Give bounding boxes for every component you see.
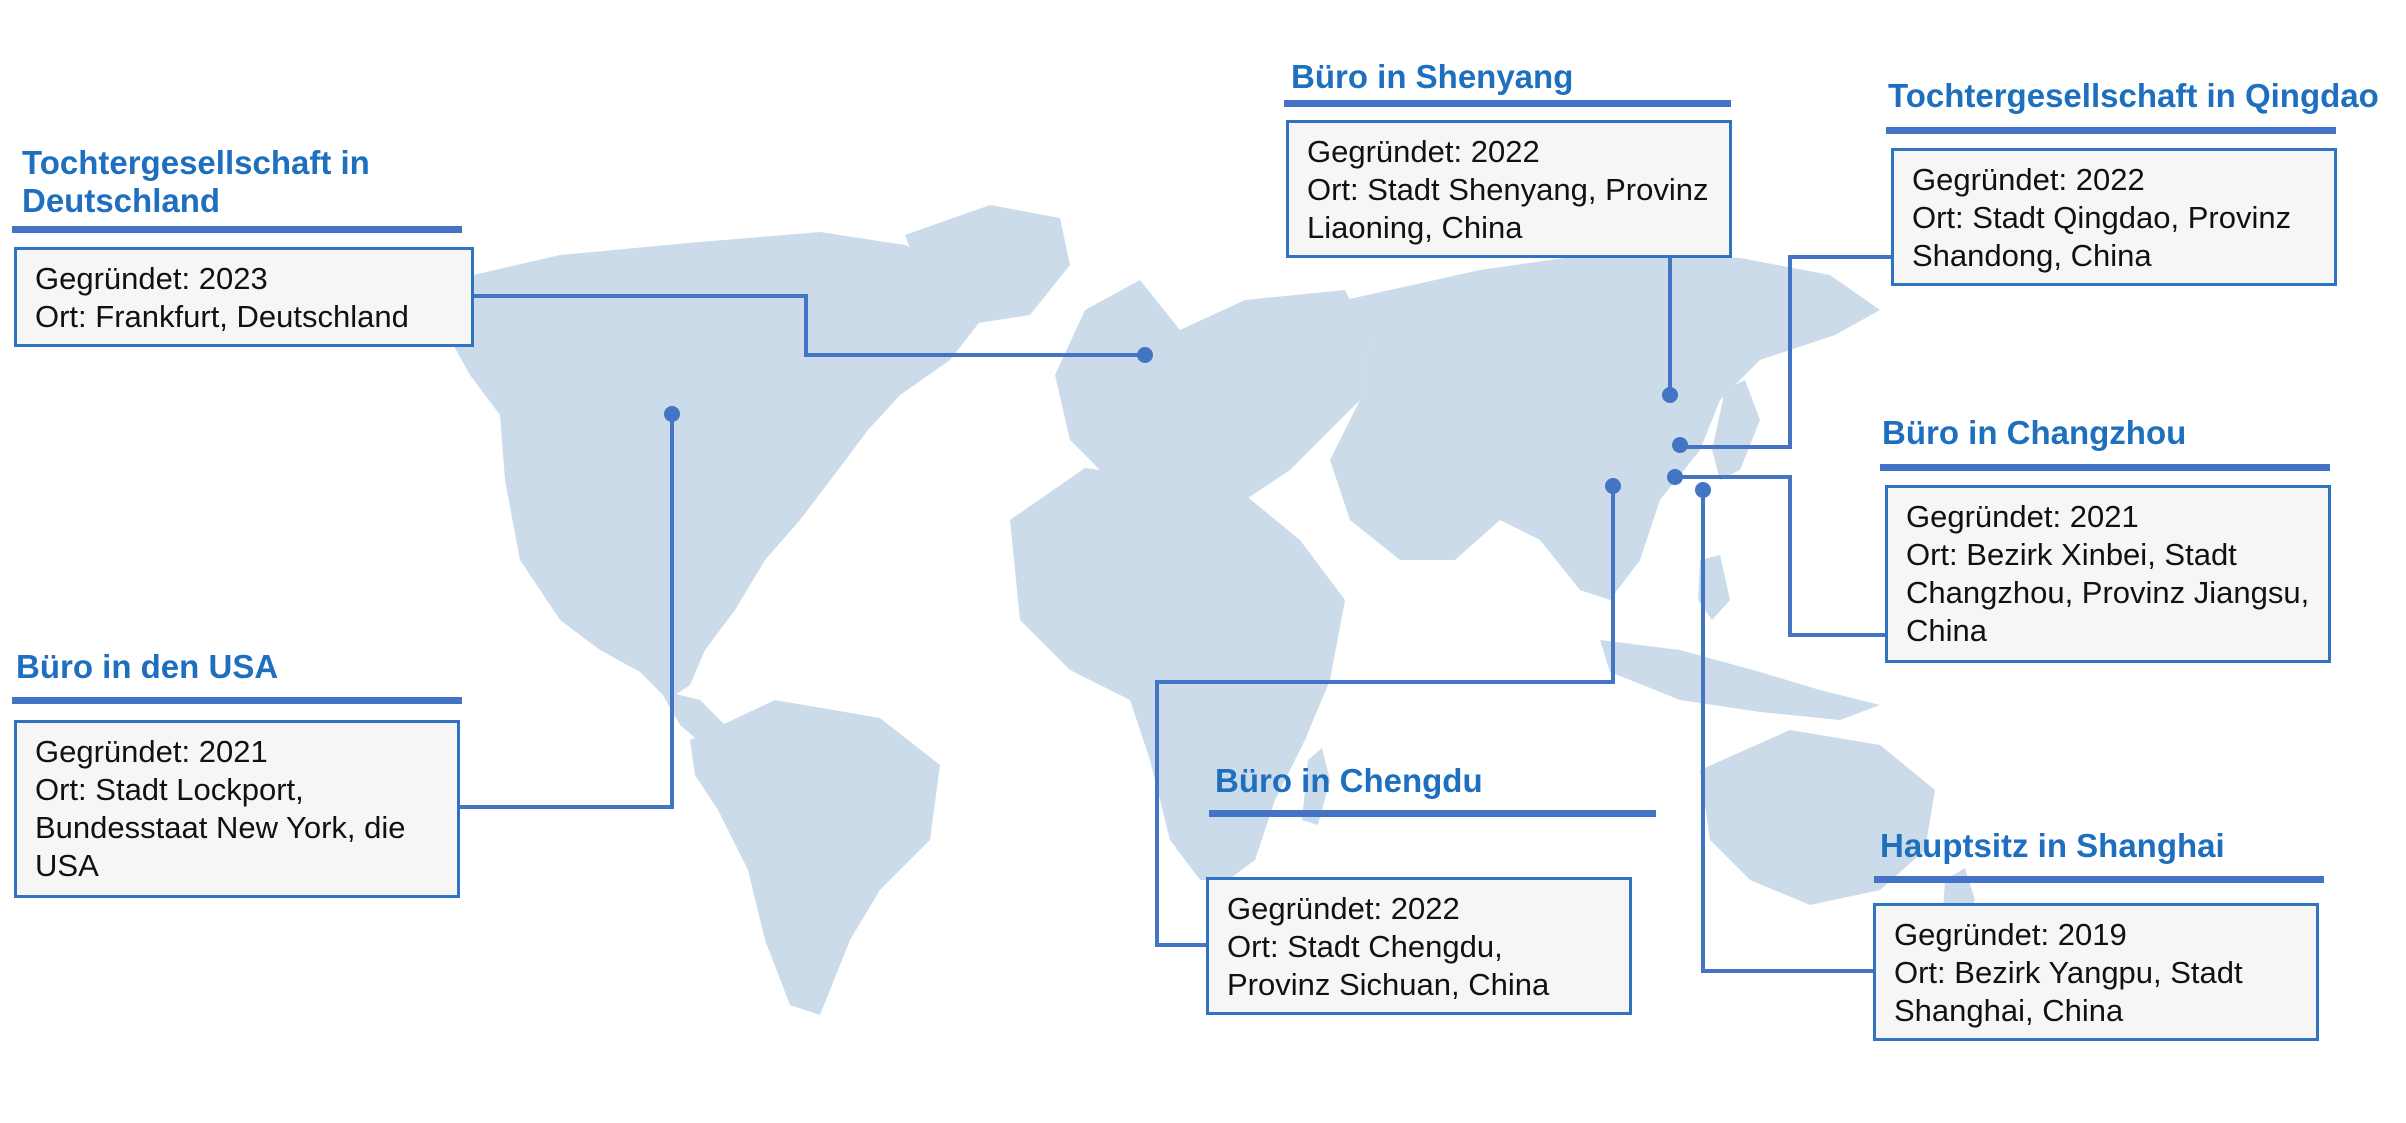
title-shenyang: Büro in Shenyang	[1291, 58, 1574, 95]
founded-usa: Gegründet: 2021	[35, 734, 268, 769]
landmass-africa	[1010, 468, 1345, 880]
founded-chengdu: Gegründet: 2022	[1227, 891, 1460, 926]
marker-usa	[664, 406, 680, 422]
card-chengdu: Gegründet: 2022 Ort: Stadt Chengdu, Prov…	[1206, 877, 1632, 1015]
founded-shenyang: Gegründet: 2022	[1307, 134, 1540, 169]
marker-shanghai	[1695, 482, 1711, 498]
title-shanghai: Hauptsitz in Shanghai	[1880, 827, 2225, 864]
connector-chengdu	[1155, 486, 1615, 947]
landmass-madagascar	[1302, 748, 1330, 825]
place-qingdao: Ort: Stadt Qingdao, Provinz Shandong, Ch…	[1912, 200, 2292, 273]
title-chengdu: Büro in Chengdu	[1215, 762, 1483, 799]
rule-germany	[12, 226, 462, 233]
rule-chengdu	[1209, 810, 1656, 817]
connector-changzhou	[1675, 475, 1885, 637]
card-shanghai: Gegründet: 2019 Ort: Bezirk Yangpu, Stad…	[1873, 903, 2319, 1041]
founded-germany: Gegründet: 2023	[35, 261, 268, 296]
landmass-indonesia	[1600, 640, 1880, 720]
marker-chengdu	[1605, 478, 1621, 494]
marker-shenyang	[1662, 387, 1678, 403]
marker-germany	[1137, 347, 1153, 363]
place-chengdu: Ort: Stadt Chengdu, Provinz Sichuan, Chi…	[1227, 929, 1550, 1002]
card-changzhou: Gegründet: 2021 Ort: Bezirk Xinbei, Stad…	[1885, 485, 2331, 663]
landmass-australia	[1700, 730, 1935, 905]
card-shenyang: Gegründet: 2022 Ort: Stadt Shenyang, Pro…	[1286, 120, 1732, 258]
connector-usa	[460, 414, 674, 809]
landmass-philippines	[1698, 555, 1730, 620]
landmass-asia	[1330, 250, 1880, 600]
land-masses	[430, 205, 1975, 1015]
landmass-north-america	[430, 232, 985, 700]
place-germany: Ort: Frankfurt, Deutschland	[35, 299, 409, 334]
place-shanghai: Ort: Bezirk Yangpu, Stadt Shanghai, Chin…	[1894, 955, 2243, 1028]
landmass-greenland	[905, 205, 1070, 325]
place-shenyang: Ort: Stadt Shenyang, Provinz Liaoning, C…	[1307, 172, 1709, 245]
founded-qingdao: Gegründet: 2022	[1912, 162, 2145, 197]
place-usa: Ort: Stadt Lockport, Bundesstaat New Yor…	[35, 772, 406, 883]
card-germany: Gegründet: 2023 Ort: Frankfurt, Deutschl…	[14, 247, 474, 347]
marker-changzhou	[1667, 469, 1683, 485]
founded-shanghai: Gegründet: 2019	[1894, 917, 2127, 952]
place-changzhou: Ort: Bezirk Xinbei, Stadt Changzhou, Pro…	[1906, 537, 2310, 648]
founded-changzhou: Gegründet: 2021	[1906, 499, 2139, 534]
landmass-europe	[1055, 280, 1370, 505]
rule-qingdao	[1886, 127, 2336, 134]
marker-qingdao	[1672, 437, 1688, 453]
connector-qingdao	[1680, 255, 1891, 449]
title-qingdao: Tochtergesellschaft in Qingdao	[1888, 77, 2379, 114]
rule-shanghai	[1874, 876, 2324, 883]
title-usa: Büro in den USA	[16, 648, 279, 685]
connector-shanghai	[1701, 490, 1873, 973]
rule-shenyang	[1284, 100, 1731, 107]
connector-germany	[474, 294, 1145, 357]
landmass-japan	[1712, 380, 1760, 480]
title-germany: Tochtergesellschaft in Deutschland	[22, 144, 370, 219]
landmass-south-america	[690, 700, 940, 1015]
rule-usa	[12, 697, 462, 704]
rule-changzhou	[1880, 464, 2330, 471]
title-changzhou: Büro in Changzhou	[1882, 414, 2187, 451]
connectors	[460, 255, 1891, 973]
card-usa: Gegründet: 2021 Ort: Stadt Lockport, Bun…	[14, 720, 460, 898]
card-qingdao: Gegründet: 2022 Ort: Stadt Qingdao, Prov…	[1891, 148, 2337, 286]
